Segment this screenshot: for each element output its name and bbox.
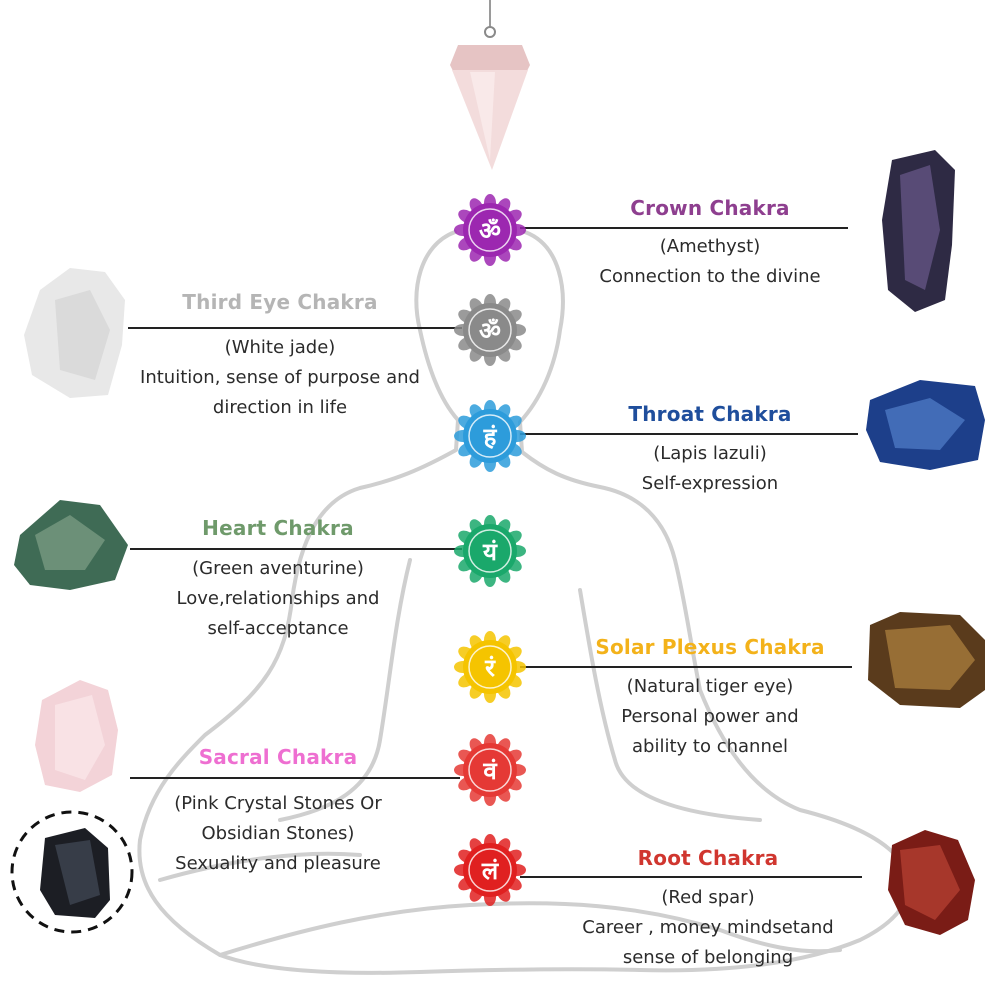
obsidian-stone-image [10,810,134,934]
root-chakra-symbol: लं [454,834,526,906]
crown-chakra-description: (Amethyst) Connection to the divine [599,232,820,292]
throat-bija-glyph: हं [483,423,498,451]
crown-bija-glyph: ॐ [479,217,501,245]
solar-plexus-bija-glyph: रं [484,654,496,682]
sacral-chakra-title: Sacral Chakra [198,745,358,769]
solar-plexus-chakra-symbol: रं [454,631,526,703]
root-chakra-title: Root Chakra [637,846,779,870]
symbol-ring [468,208,512,252]
root-bija-glyph: लं [481,857,500,885]
throat-stone-name: (Lapis lazuli) [653,443,767,464]
sacral-chakra-symbol: वं [454,734,526,806]
third-eye-chakra-title: Third Eye Chakra [182,290,378,314]
sacral-desc-line: Obsidian Stones) [201,823,355,844]
solar-plexus-chakra-title: Solar Plexus Chakra [595,635,825,659]
third-eye-desc-line: direction in life [212,397,348,418]
sacral-desc-line: Sexuality and pleasure [175,853,381,874]
amethyst-stone-image [882,150,955,312]
solar-plexus-chakra-description: (Natural tiger eye) Personal power and a… [621,672,798,762]
heart-desc-line: Love,relationships and [176,588,380,609]
throat-chakra-description: (Lapis lazuli) Self-expression [642,439,778,499]
throat-desc-line: Self-expression [641,473,779,494]
sacral-stone-name: (Pink Crystal Stones Or [174,793,382,814]
pink-crystal-stone-image [35,680,118,792]
third-eye-chakra-description: (White jade) Intuition, sense of purpose… [140,333,420,423]
root-chakra-description: (Red spar) Career , money mindsetand sen… [582,883,833,973]
tiger-eye-stone-image [868,612,985,708]
symbol-disc [463,843,517,897]
red-spar-stone-image [888,830,975,935]
green-aventurine-stone-image [14,500,128,590]
symbol-disc [463,203,517,257]
symbol-disc [463,524,517,578]
solar-plexus-desc-line: ability to channel [632,736,788,757]
symbol-ring [468,308,512,352]
crown-desc-line: Connection to the divine [599,266,821,287]
symbol-ring [468,645,512,689]
heart-chakra-description: (Green aventurine) Love,relationships an… [177,554,380,644]
root-desc-line: sense of belonging [622,947,794,968]
heart-stone-name: (Green aventurine) [192,558,364,579]
third-eye-stone-name: (White jade) [224,337,336,358]
connector-lines [128,227,862,878]
symbol-ring [468,529,512,573]
white-jade-stone-image [24,268,125,398]
symbol-disc [463,303,517,357]
symbol-disc [463,640,517,694]
dashed-highlight-circle [10,810,134,934]
lapis-lazuli-stone-image [866,380,985,470]
heart-chakra-title: Heart Chakra [202,516,354,540]
symbol-disc [463,409,517,463]
crown-stone-name: (Amethyst) [659,236,761,257]
chakra-symbols: ॐ ॐ हं यं रं वं लं [454,194,526,906]
heart-chakra-symbol: यं [454,515,526,587]
root-stone-name: (Red spar) [661,887,755,908]
symbol-ring [468,848,512,892]
symbol-ring [468,748,512,792]
throat-chakra-title: Throat Chakra [628,402,792,426]
solar-plexus-desc-line: Personal power and [621,706,799,727]
crown-chakra-title: Crown Chakra [630,196,790,220]
sacral-bija-glyph: वं [482,757,498,785]
heart-desc-line: self-acceptance [207,618,349,639]
rose-quartz-pendulum-image [450,0,530,170]
heart-bija-glyph: यं [482,538,498,566]
crown-chakra-symbol: ॐ [454,194,526,266]
throat-chakra-symbol: हं [454,400,526,472]
symbol-disc [463,743,517,797]
sacral-chakra-description: (Pink Crystal Stones Or Obsidian Stones)… [174,789,382,879]
symbol-ring [468,414,512,458]
solar-plexus-stone-name: (Natural tiger eye) [626,676,794,697]
third-eye-bija-glyph: ॐ [479,317,501,345]
root-desc-line: Career , money mindsetand [582,917,834,938]
meditating-figure-outline [137,230,910,975]
third-eye-desc-line: Intuition, sense of purpose and [140,367,420,388]
third-eye-chakra-symbol: ॐ [454,294,526,366]
